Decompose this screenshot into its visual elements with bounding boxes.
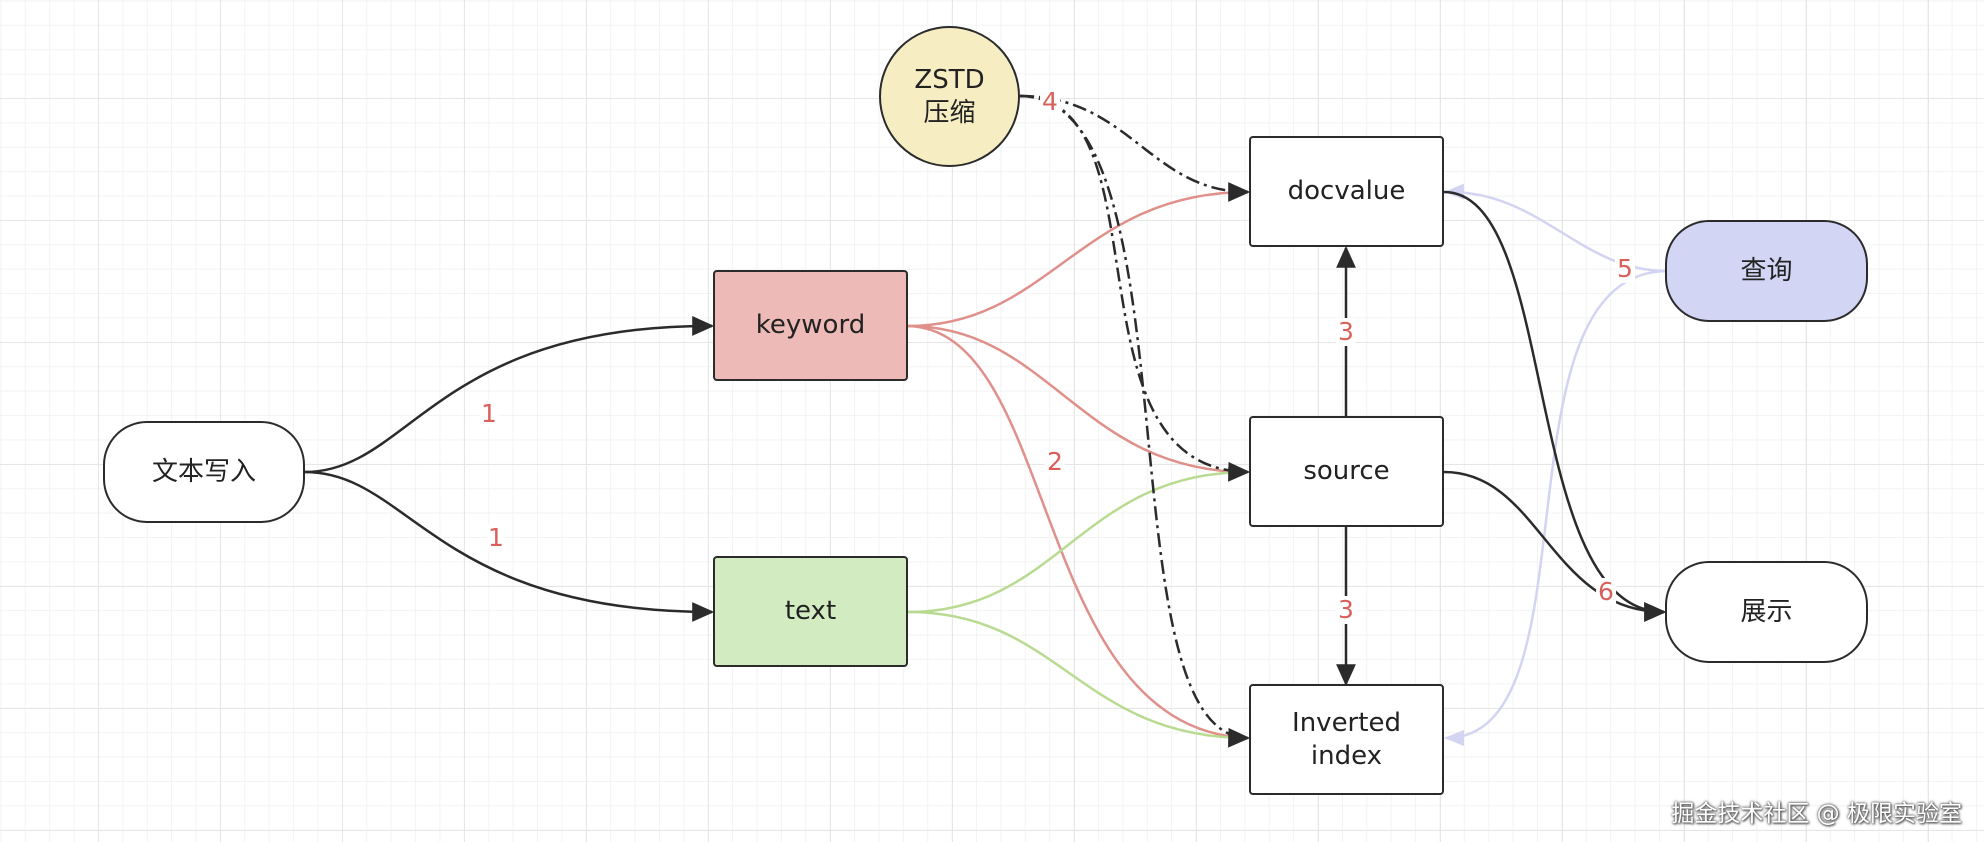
node-source[interactable]: source [1249,416,1444,527]
node-display[interactable]: 展示 [1665,561,1868,663]
edge-write-text [304,470,715,622]
edge-label-zstd: 4 [1040,87,1060,116]
edge-label-write-keyword: 1 [479,399,499,428]
edge-label-display: 6 [1596,577,1616,606]
edge-text-inverted [907,610,1250,746]
edge-label-source-docvalue: 3 [1336,317,1356,346]
node-source-label: source [1303,456,1390,486]
edge-keyword-inverted [907,324,1250,746]
edge-zstd-source [1019,94,1251,482]
edge-keyword-source [907,324,1250,480]
edge-label-write-text: 1 [486,523,506,552]
edge-text-source [907,464,1250,614]
edge-write-keyword [304,316,715,474]
node-text-write[interactable]: 文本写入 [103,421,305,523]
node-inverted-index[interactable]: Inverted index [1249,684,1444,795]
edge-query-inverted [1444,269,1667,746]
edge-label-keyword-inverted: 2 [1045,447,1065,476]
edge-label-source-inverted: 3 [1336,595,1356,624]
edge-label-query: 5 [1615,254,1635,283]
node-docvalue[interactable]: docvalue [1249,136,1444,247]
node-query[interactable]: 查询 [1665,220,1868,322]
edge-keyword-docvalue [907,184,1250,328]
node-query-label: 查询 [1740,255,1793,286]
edge-source-display [1443,470,1667,622]
node-text-write-label: 文本写入 [151,456,256,487]
watermark: 掘金技术社区 @ 极限实验室 [1671,801,1962,827]
edge-zstd-inverted [1019,94,1251,748]
node-zstd[interactable]: ZSTD 压缩 [879,26,1020,167]
node-keyword-label: keyword [755,310,866,340]
node-text[interactable]: text [713,556,908,667]
node-inverted-index-label: Inverted index [1292,707,1401,771]
edge-query-docvalue [1444,183,1667,273]
node-keyword[interactable]: keyword [713,270,908,381]
node-text-label: text [784,596,837,626]
node-display-label: 展示 [1740,596,1793,627]
node-docvalue-label: docvalue [1287,176,1406,206]
node-zstd-label: ZSTD 压缩 [914,64,985,128]
